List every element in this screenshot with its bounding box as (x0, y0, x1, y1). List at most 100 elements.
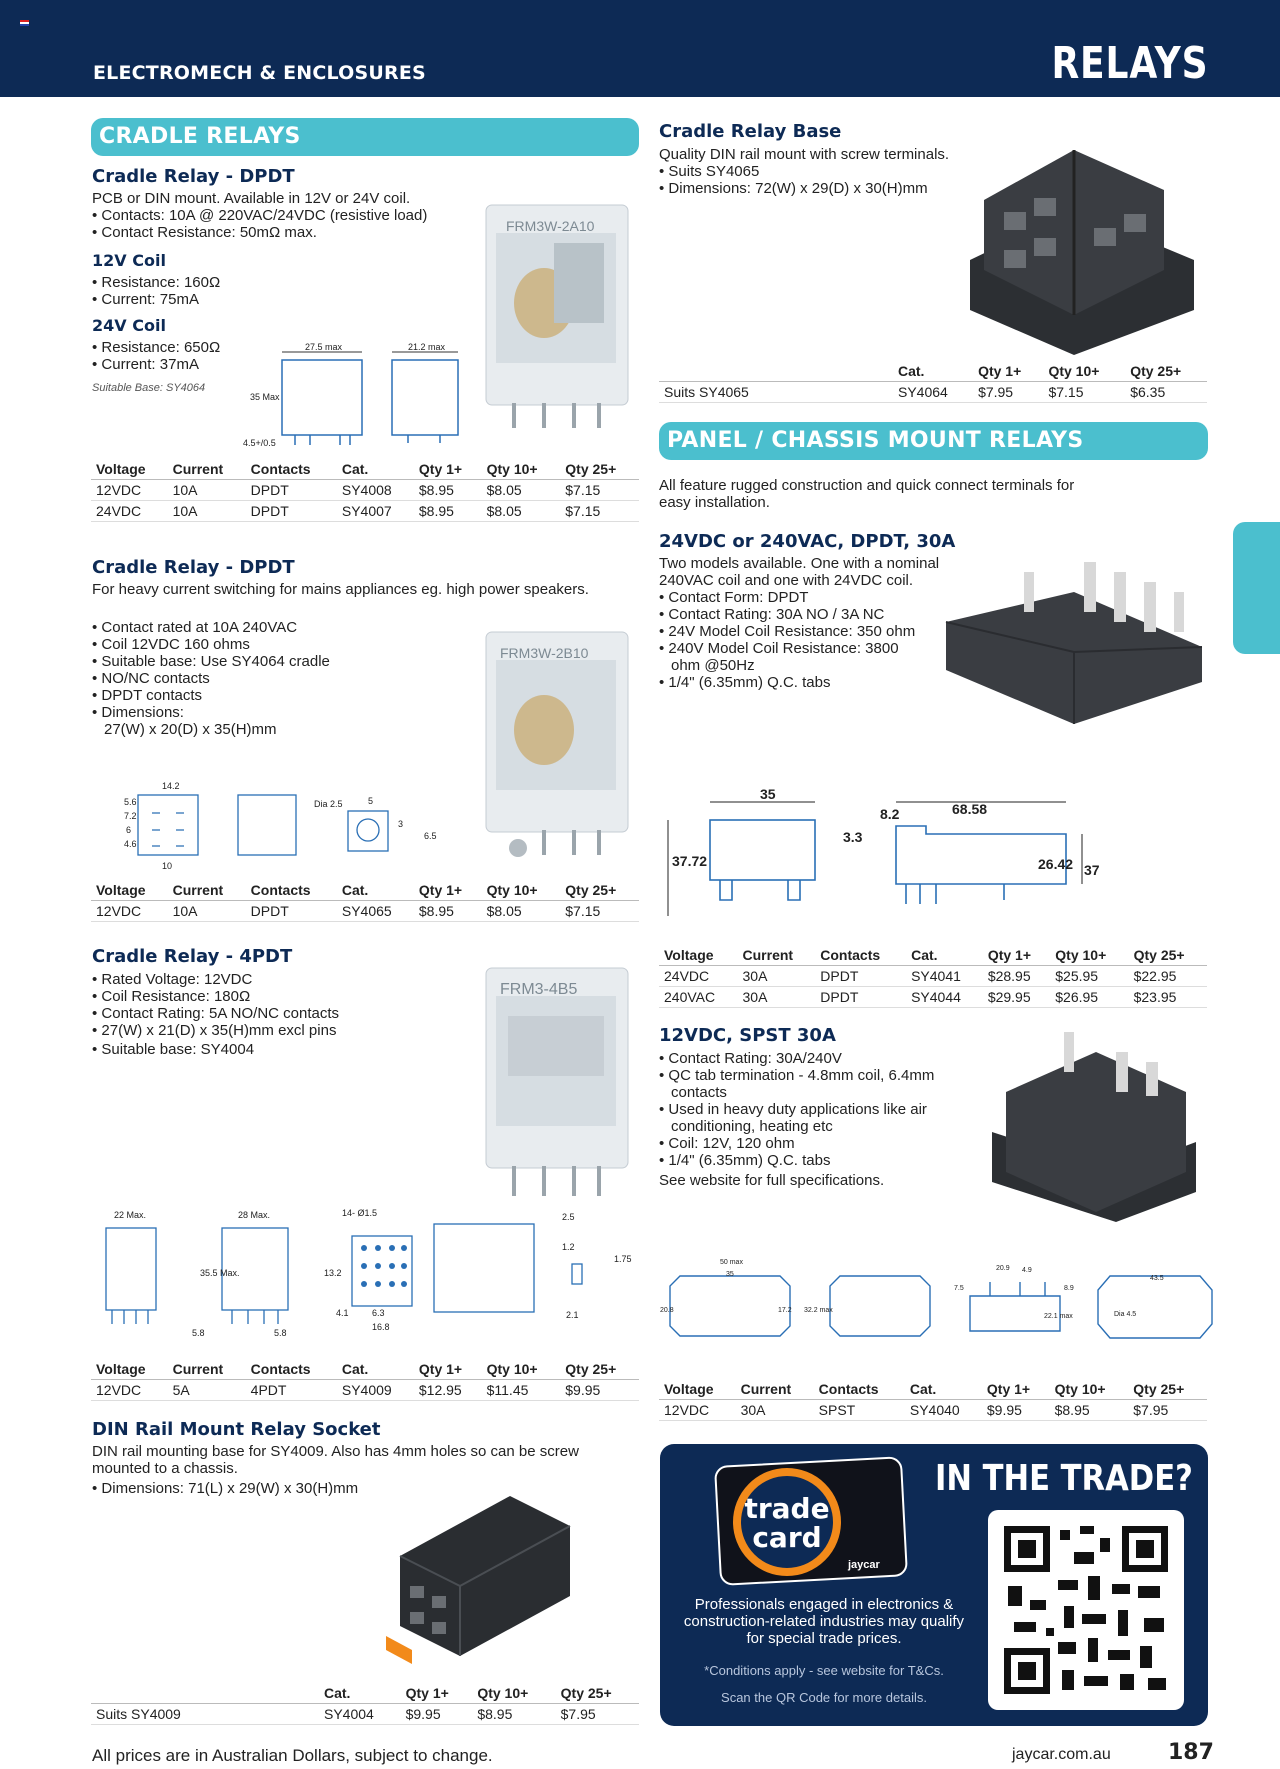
relay-label: FRM3W-2A10 (506, 218, 595, 234)
product-title: Cradle Relay - DPDT (92, 166, 295, 187)
table-cell: 5A (167, 1379, 246, 1401)
table-header-cell: Cat. (904, 1380, 982, 1400)
relay-photo: FRM3W-2A10 (485, 204, 629, 428)
table-header-cell: Cat. (906, 946, 983, 966)
table-header-cell: Qty 25+ (560, 881, 639, 901)
dim-label: 5.6 (124, 797, 137, 807)
table-header-cell: Voltage (91, 460, 168, 480)
table-cell: $8.05 (481, 900, 561, 922)
table-header-cell: Voltage (91, 1360, 168, 1380)
product-title: 12VDC, SPST 30A (659, 1025, 836, 1046)
table-cell: 240VAC (659, 986, 738, 1008)
dim-label: 5.8 (192, 1328, 205, 1338)
qr-code-icon[interactable] (988, 1510, 1184, 1710)
table-cell: 12VDC (91, 1379, 168, 1401)
card-text: trade (744, 1492, 829, 1525)
page-title: RELAYS (1051, 38, 1208, 89)
product-specs: • Contact rated at 10A 240VAC • Coil 12V… (92, 619, 330, 738)
table-cell: DPDT (245, 900, 337, 922)
table-cell: $8.95 (413, 479, 482, 501)
table-cell: $22.95 (1128, 965, 1207, 987)
coil-12v-specs: • Resistance: 160Ω • Current: 75mA (92, 274, 221, 308)
table-header-cell: Qty 25+ (1128, 946, 1207, 966)
footer-website-link[interactable]: jaycar.com.au (1012, 1746, 1111, 1763)
table-cell: $29.95 (982, 986, 1051, 1008)
dim-label: 37.72 (672, 853, 707, 869)
table-cell: 12VDC (91, 900, 168, 922)
table-cell: Suits SY4009 (91, 1703, 319, 1725)
table-cell: 24VDC (659, 965, 738, 987)
coil-12v-title: 12V Coil (92, 251, 166, 270)
table-header-cell: Qty 25+ (1128, 1380, 1207, 1400)
table-cell: $7.15 (560, 500, 639, 522)
table-cell: $7.95 (555, 1703, 639, 1725)
dim-label: 35 (726, 1271, 734, 1278)
table-cell: $6.35 (1125, 381, 1207, 403)
table-cell: $8.95 (413, 500, 482, 522)
table-header-cell: Qty 1+ (973, 362, 1044, 382)
table-header-cell: Cat. (336, 460, 414, 480)
table-header-cell: Qty 1+ (413, 1360, 482, 1380)
table-cell: 4PDT (245, 1379, 337, 1401)
base-dimension-diagram: 14.2 5.6 7.2 6 4.6 10 Dia 2.5 5 3 6.5 (124, 781, 437, 871)
table-header-cell: Qty 25+ (555, 1684, 639, 1704)
table-header-cell: Current (737, 946, 816, 966)
table-header-cell: Contacts (815, 946, 907, 966)
table-cell: $9.95 (560, 1379, 639, 1401)
dim-label: 1.2 (562, 1242, 575, 1252)
dim-label: 6.3 (372, 1308, 385, 1318)
table-cell: SY4009 (336, 1379, 414, 1401)
dim-label: 17.2 (778, 1307, 792, 1314)
dim-label: 1.75 (614, 1254, 632, 1264)
relay-label: FRM3-4B5 (500, 981, 577, 998)
product-specs: Two models available. One with a nominal… (659, 555, 940, 691)
dim-label: 3.3 (843, 829, 863, 845)
table-cell: $8.05 (481, 479, 561, 501)
trade-scan-note: Scan the QR Code for more details. (721, 1690, 927, 1705)
table-cell: SY4044 (906, 986, 983, 1008)
section-title: ELECTROMECH & ENCLOSURES (93, 62, 426, 84)
product-description: PCB or DIN mount. Available in 12V or 24… (92, 190, 428, 241)
table-cell: $28.95 (982, 965, 1051, 987)
product-intro: For heavy current switching for mains ap… (92, 581, 589, 598)
table-header-cell: Contacts (245, 460, 337, 480)
table-header-cell: Cat. (336, 1360, 414, 1380)
dim-label: 16.8 (372, 1322, 390, 1332)
table-cell: DPDT (815, 986, 907, 1008)
dim-label: 7.5 (954, 1285, 964, 1292)
table-header-cell: Current (167, 460, 246, 480)
table-cell: 30A (737, 986, 816, 1008)
table-header-cell: Qty 10+ (1050, 946, 1129, 966)
table-cell: 10A (167, 900, 246, 922)
table-cell: DPDT (815, 965, 907, 987)
table-header-cell: Qty 25+ (560, 1360, 639, 1380)
table-cell: $7.95 (1128, 1399, 1207, 1421)
table-header-cell: Cat. (893, 362, 974, 382)
dim-label: 13.2 (324, 1268, 342, 1278)
coil-24v-specs: • Resistance: 650Ω • Current: 37mA (92, 339, 221, 373)
dim-label: Dia 4.5 (1114, 1311, 1136, 1318)
dim-label: 4.9 (1022, 1267, 1032, 1274)
table-cell: $23.95 (1128, 986, 1207, 1008)
dim-label: 43.5 (1150, 1275, 1164, 1282)
table-header-cell: Qty 10+ (481, 460, 561, 480)
side-tab (1233, 522, 1280, 654)
table-header-cell: Contacts (813, 1380, 905, 1400)
30a-dimension-diagram: 35 37.72 8.2 68.58 3.3 26.42 37.72 (667, 786, 1100, 916)
table-cell: SY4004 (319, 1703, 401, 1725)
cradle-relays-banner: CRADLE RELAYS (91, 118, 639, 156)
dim-label: 2.5 (562, 1212, 575, 1222)
table-cell: $12.95 (413, 1379, 482, 1401)
product-specs: Quality DIN rail mount with screw termin… (659, 146, 950, 197)
product-title: Cradle Relay - DPDT (92, 557, 295, 578)
suitable-base-note: Suitable Base: SY4064 (92, 382, 206, 394)
table-header-cell: Qty 1+ (413, 881, 482, 901)
